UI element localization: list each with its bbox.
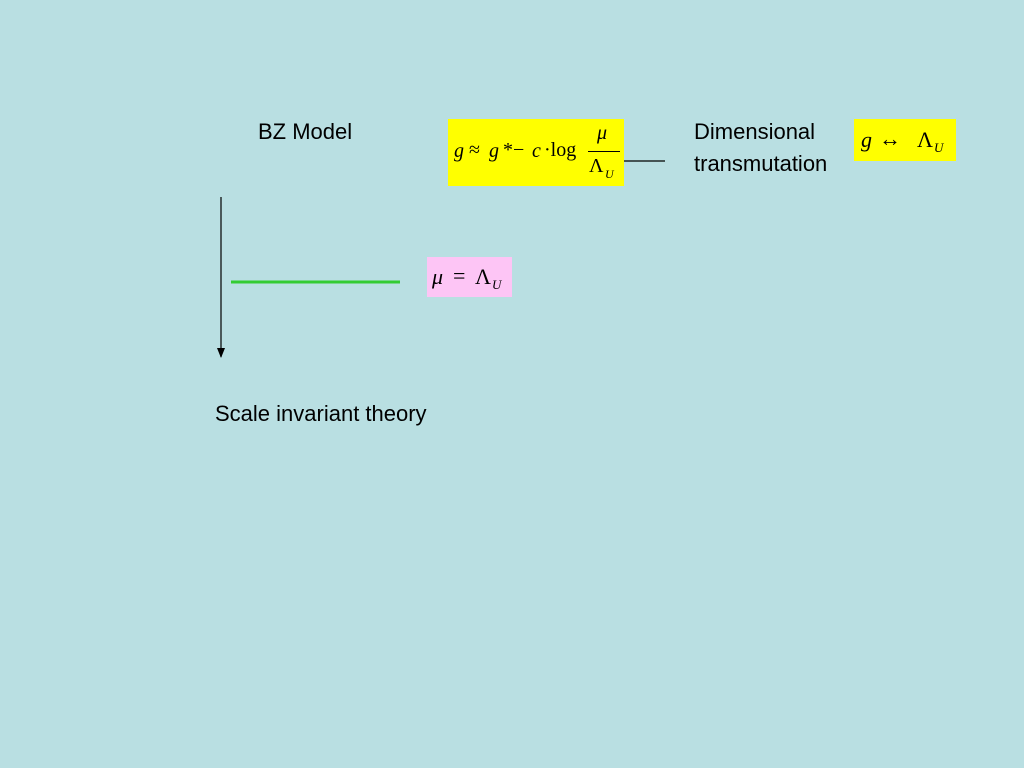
transmutation-label: transmutation bbox=[694, 151, 828, 176]
eq-scale-lambda: Λ bbox=[475, 264, 491, 289]
scale-invariant-label: Scale invariant theory bbox=[215, 401, 427, 426]
eq-rel-arrow: ↔ bbox=[879, 126, 901, 151]
log-equation-box: g ≈ g *− c ·log μ Λ U bbox=[448, 119, 624, 186]
relation-equation-box: g ↔ Λ U bbox=[854, 119, 956, 161]
eq-log-fraction-bar bbox=[588, 151, 620, 152]
eq-log-numerator: μ bbox=[597, 122, 608, 144]
eq-log-star-minus: *− bbox=[503, 139, 525, 161]
scale-equation-box: μ = Λ U bbox=[427, 257, 512, 297]
dimensional-label: Dimensional bbox=[694, 119, 816, 144]
eq-scale-mu: μ bbox=[432, 264, 444, 289]
eq-rel-sub: U bbox=[934, 140, 944, 155]
bz-model-label: BZ Model bbox=[258, 119, 353, 144]
eq-log-denominator-lambda: Λ bbox=[589, 155, 604, 177]
eq-log-denominator-sub: U bbox=[605, 167, 614, 181]
eq-scale-sub: U bbox=[492, 277, 502, 292]
eq-log-approx: ≈ bbox=[469, 139, 480, 161]
eq-rel-g: g bbox=[861, 127, 872, 152]
eq-rel-lambda: Λ bbox=[917, 127, 933, 152]
eq-log-dot-log: ·log bbox=[544, 139, 577, 161]
eq-log-g: g bbox=[454, 140, 464, 162]
eq-log-c: c bbox=[532, 140, 541, 162]
eq-log-g2: g bbox=[489, 140, 499, 162]
eq-scale-equals: = bbox=[453, 263, 466, 288]
